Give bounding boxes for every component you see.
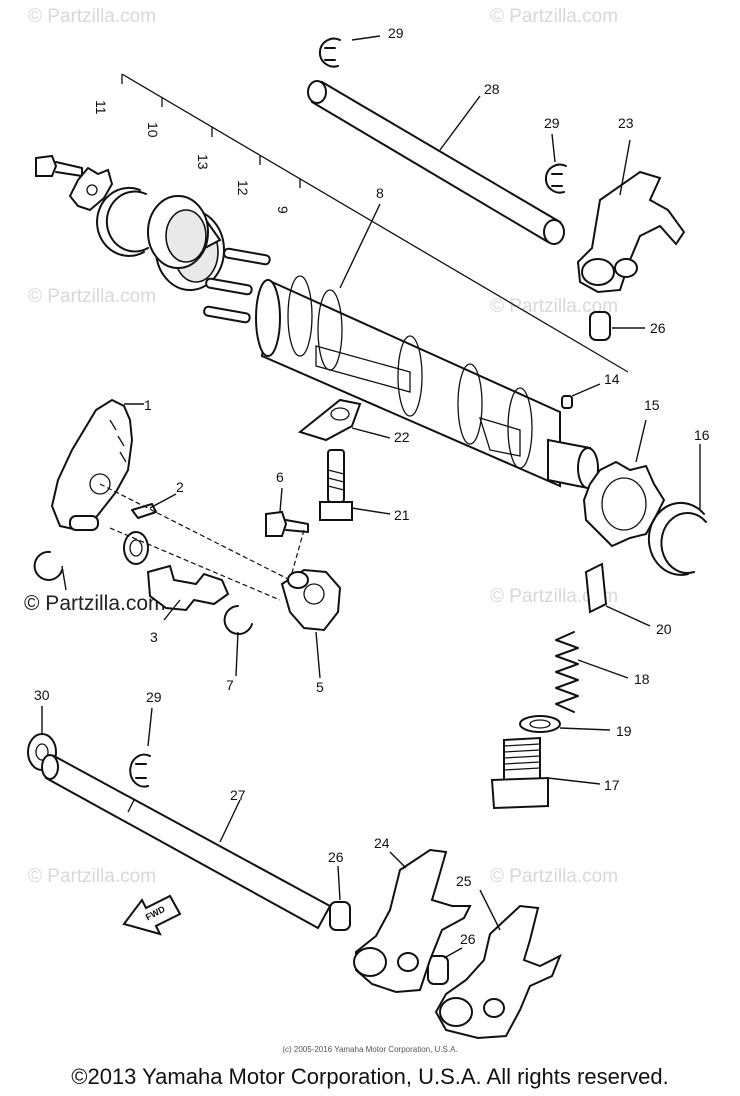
- watermark: © Partzilla.com: [490, 296, 618, 317]
- callout-28: 28: [484, 81, 500, 97]
- callout-2: 2: [176, 479, 184, 495]
- callout-29: 29: [388, 25, 404, 41]
- callout-3: 3: [150, 629, 158, 645]
- bearing-12: [147, 195, 225, 291]
- spring-18: [555, 631, 629, 713]
- guide-pin-26-top: [589, 311, 645, 341]
- spring-2: [123, 493, 177, 565]
- plate-22: [297, 398, 391, 442]
- callout-11: 11: [93, 100, 109, 115]
- watermark: © Partzilla.com: [28, 866, 156, 887]
- callout-30: 30: [34, 687, 50, 703]
- watermark: © Partzilla.com: [28, 286, 156, 307]
- callout-8: 8: [376, 185, 384, 201]
- plug-17: [490, 736, 601, 810]
- callout-5: 5: [316, 679, 324, 695]
- callout-29: 29: [146, 689, 162, 705]
- guide-pin-26-lower: [329, 865, 351, 931]
- plate-3: [146, 564, 230, 621]
- circlip-4: [33, 550, 67, 591]
- screw-6: [265, 487, 309, 537]
- callout-13: 13: [195, 154, 211, 170]
- callout-23: 23: [618, 115, 634, 131]
- screw-11: [35, 154, 83, 177]
- pins-9: [203, 247, 271, 324]
- callout-25: 25: [456, 873, 472, 889]
- callout-19: 19: [616, 723, 632, 739]
- callout-1: 1: [144, 397, 152, 413]
- footer-copyright-small: (c) 2005-2016 Yamaha Motor Corporation, …: [282, 1045, 458, 1054]
- guide-pin-26-right: [427, 947, 463, 985]
- stopper-plate-10: [68, 166, 114, 212]
- callout-9: 9: [275, 206, 291, 214]
- shift-fork-25: [434, 889, 562, 1040]
- circlip-29-mid: [544, 133, 567, 194]
- watermark: © Partzilla.com: [490, 6, 618, 27]
- circlip-16: [647, 444, 707, 576]
- segment-15: [582, 419, 666, 548]
- circlip-7: [223, 605, 253, 677]
- callout-18: 18: [634, 671, 650, 687]
- callout-24: 24: [374, 835, 390, 851]
- watermark-dark: © Partzilla.com: [24, 592, 166, 615]
- callout-10: 10: [145, 122, 161, 138]
- callout-26: 26: [650, 320, 666, 336]
- washer-19: [519, 715, 611, 733]
- lever-5: [280, 568, 342, 679]
- watermark: © Partzilla.com: [28, 6, 156, 27]
- callout-20: 20: [656, 621, 672, 637]
- callout-22: 22: [394, 429, 410, 445]
- callout-16: 16: [694, 427, 710, 443]
- shift-drum-8: [255, 203, 601, 490]
- callout-21: 21: [394, 507, 410, 523]
- dashed-path: [99, 483, 305, 601]
- shift-fork-24: [353, 848, 472, 994]
- footer-copyright: ©2013 Yamaha Motor Corporation, U.S.A. A…: [71, 1064, 669, 1089]
- watermark: © Partzilla.com: [490, 866, 618, 887]
- callout-labels: 29 28 29 23 26 11 10 13 12 9 8 14 15 16 …: [34, 25, 710, 947]
- callout-29: 29: [544, 115, 560, 131]
- callout-26: 26: [328, 849, 344, 865]
- callout-12: 12: [235, 180, 251, 196]
- watermarks: © Partzilla.com © Partzilla.com © Partzi…: [24, 6, 618, 887]
- circlip-13: [96, 187, 149, 257]
- callout-27: 27: [230, 787, 246, 803]
- watermark: © Partzilla.com: [490, 586, 618, 607]
- circlip-29-top: [318, 35, 381, 68]
- callout-17: 17: [604, 777, 620, 793]
- shift-fork-shaft-28: [307, 80, 565, 245]
- callout-14: 14: [604, 371, 620, 387]
- bolt-21: [319, 449, 391, 521]
- callout-7: 7: [226, 677, 234, 693]
- circlip-29-bottom: [129, 707, 153, 788]
- group-bracket: [121, 73, 629, 373]
- callout-15: 15: [644, 397, 660, 413]
- fwd-arrow: FWD: [122, 894, 182, 936]
- shift-lever-1: [50, 398, 144, 532]
- stopper-20: [584, 562, 651, 627]
- shift-fork-shaft-27: [41, 754, 332, 930]
- callout-26: 26: [460, 931, 476, 947]
- callout-6: 6: [276, 469, 284, 485]
- shift-fork-23: [576, 139, 686, 294]
